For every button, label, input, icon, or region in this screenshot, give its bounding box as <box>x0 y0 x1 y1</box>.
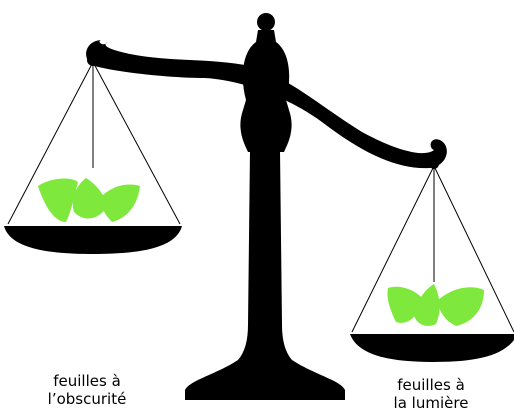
right-leaves <box>387 284 484 326</box>
left-pan <box>4 226 182 254</box>
left-caption-line1: feuilles à <box>22 372 152 390</box>
left-leaves <box>38 178 140 222</box>
right-caption-line1: feuilles à <box>366 376 496 394</box>
left-pan-caption: feuilles à l’obscurité <box>22 372 152 408</box>
right-caption-line2: la lumière <box>366 394 496 412</box>
scale-top-knob <box>257 13 275 31</box>
right-pan-caption: feuilles à la lumière <box>366 376 496 412</box>
right-pan <box>350 334 514 362</box>
left-caption-line2: l’obscurité <box>22 390 152 408</box>
scale-base <box>185 150 345 400</box>
